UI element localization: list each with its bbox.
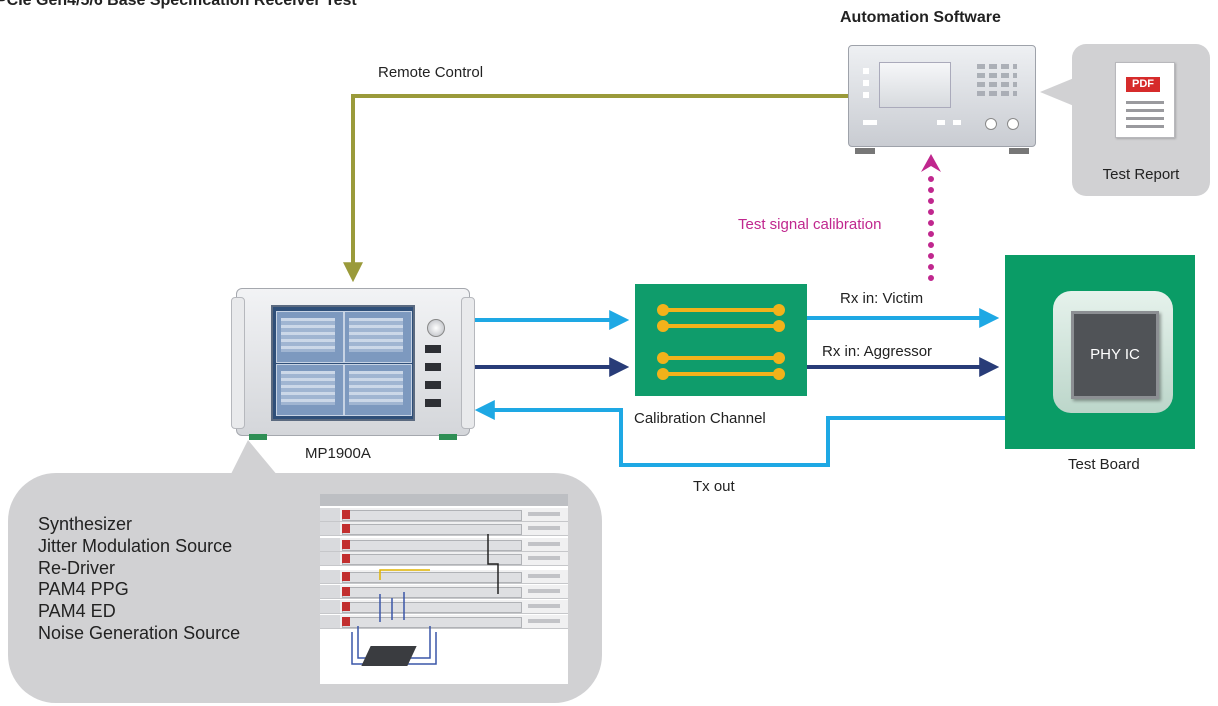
pdf-badge: PDF (1126, 77, 1160, 92)
module-list: Synthesizer Jitter Modulation Source Re-… (38, 514, 240, 645)
calibration-label: Test signal calibration (738, 216, 882, 233)
rx-aggressor-label: Rx in: Aggressor (822, 343, 933, 360)
rx-victim-label: Rx in: Victim (840, 290, 924, 307)
module-bubble-tail (230, 440, 278, 476)
mp1900a-screen (271, 305, 415, 421)
report-bubble-tail (1040, 78, 1074, 106)
tx-out-wire (474, 400, 1005, 467)
dut-device-icon (361, 646, 417, 666)
module-item: Synthesizer (38, 514, 133, 534)
module-item: PAM4 PPG (38, 579, 129, 600)
slot-diagram-header (320, 494, 568, 506)
phy-ic-chip: PHY IC (1071, 311, 1159, 399)
remote-control-label: Remote Control (378, 64, 484, 81)
test-board: PHY IC (1005, 255, 1195, 449)
module-slot-diagram (320, 494, 568, 684)
slot-cabling (351, 534, 499, 665)
calibration-channel-board (635, 284, 807, 396)
mp1900a-dial (427, 319, 445, 337)
automation-software-title: Automation Software (840, 9, 1001, 26)
page-title: PCIe Gen4/5/6 Base Specification Receive… (0, 0, 357, 9)
calibration-channel-label: Calibration Channel (634, 410, 766, 427)
instrument-handle (231, 297, 245, 429)
test-board-label: Test Board (1068, 456, 1140, 473)
automation-instrument (848, 45, 1036, 154)
module-item: Re-Driver (38, 557, 116, 578)
remote-control-wire (343, 94, 850, 283)
tx-out-label: Tx out (693, 478, 735, 495)
mp1900a-label: MP1900A (305, 445, 371, 462)
instrument-screen (879, 62, 951, 108)
instrument-handle (461, 297, 475, 429)
module-item: Noise Generation Source (38, 622, 241, 643)
module-item: Jitter Modulation Source (38, 535, 233, 556)
instrument-knob (985, 118, 997, 130)
mp1900a-instrument (231, 288, 475, 440)
chip-socket: PHY IC (1053, 291, 1173, 413)
calibration-arrowhead (921, 154, 941, 172)
instrument-knob (1007, 118, 1019, 130)
pdf-document-icon: PDF (1115, 62, 1175, 138)
test-report-label: Test Report (1102, 166, 1180, 183)
module-item: PAM4 ED (38, 601, 116, 622)
instrument-keypad (977, 64, 1017, 100)
